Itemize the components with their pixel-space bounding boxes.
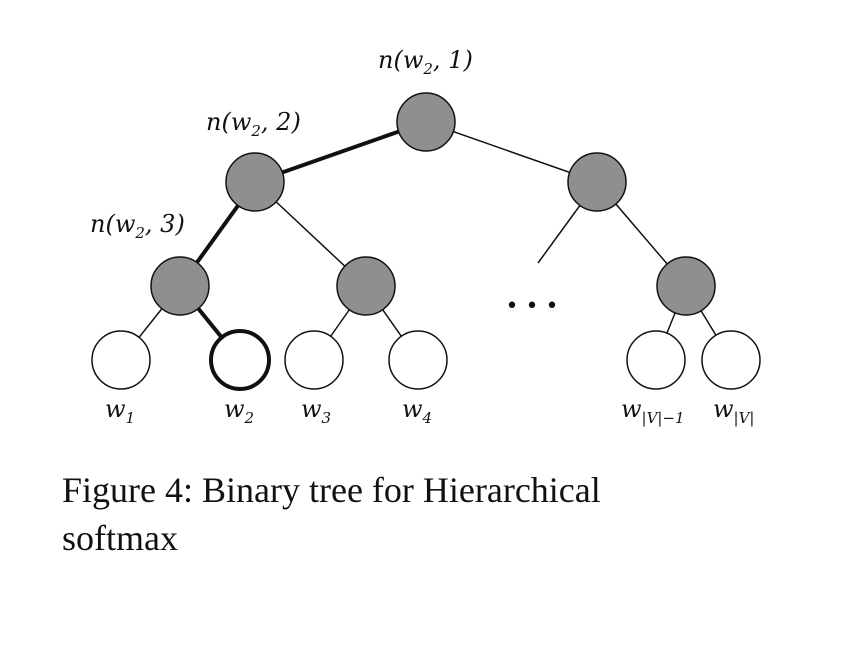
leaf-w1 — [91, 330, 151, 390]
leaf-nodes — [91, 329, 761, 391]
caption-line-1: Figure 4: Binary tree for Hierarchical — [62, 470, 601, 510]
node-rr — [656, 256, 716, 316]
bold-edge-root-left — [253, 120, 428, 184]
label-leaf-w4: w4 — [402, 395, 432, 427]
highlighted-path — [178, 120, 428, 362]
leaf-wv1 — [626, 330, 686, 390]
leaf-labels: w1 w2 w3 w4 w|V|−1 w|V| — [105, 395, 755, 427]
node-root — [396, 92, 456, 152]
leaf-w3 — [284, 330, 344, 390]
label-leaf-wv1: w|V|−1 — [621, 395, 685, 427]
node-right — [567, 152, 627, 212]
node-lr — [336, 256, 396, 316]
leaf-w4 — [388, 330, 448, 390]
label-leaf-w1: w1 — [105, 395, 135, 427]
caption-line-2: softmax — [62, 518, 178, 558]
node-ll — [150, 256, 210, 316]
label-leaf-wv: w|V| — [713, 395, 755, 427]
figure-caption: Figure 4: Binary tree for Hierarchical s… — [62, 466, 762, 562]
ellipsis: • • • — [506, 294, 559, 319]
node-labels: n(w2, 1) n(w2, 2) n(w2, 3) — [90, 46, 473, 242]
edge-root-right — [425, 121, 598, 183]
label-leaf-w3: w3 — [301, 395, 331, 427]
node-left — [225, 152, 285, 212]
leaf-wv — [701, 330, 761, 390]
label-node-ll: n(w2, 3) — [90, 210, 185, 242]
leaf-w2 — [209, 329, 271, 391]
label-node-left: n(w2, 2) — [206, 108, 301, 140]
internal-nodes — [150, 92, 716, 316]
label-leaf-w2: w2 — [224, 395, 254, 427]
label-node-root: n(w2, 1) — [378, 46, 473, 78]
